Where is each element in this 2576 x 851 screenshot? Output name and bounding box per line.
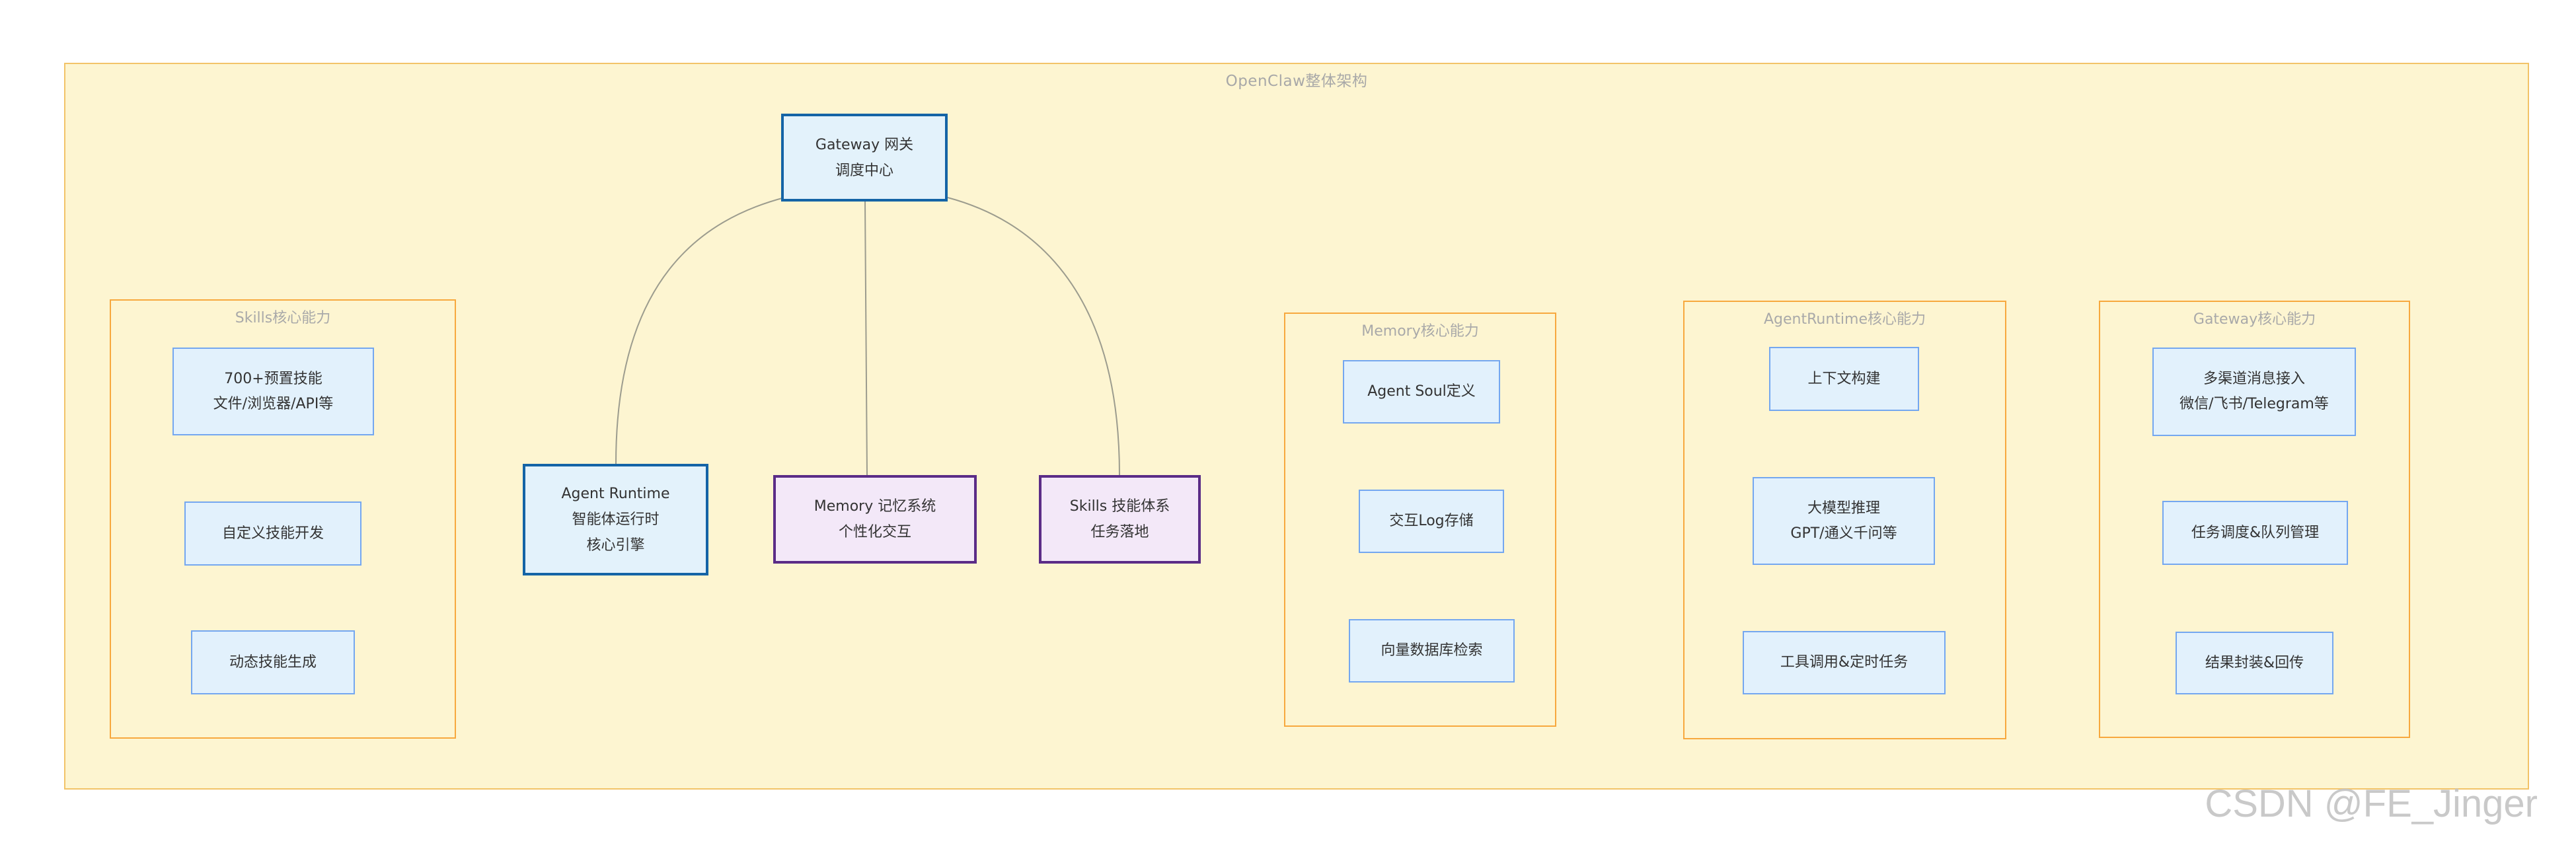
node-skills-line2: 任务落地	[1090, 524, 1149, 540]
group-agentruntime-core-label: AgentRuntime核心能力	[1763, 311, 1926, 328]
group-skills-core: Skills核心能力 700+预置技能 文件/浏览器/API等 自定义技能开发 …	[110, 299, 456, 739]
diagram-container: OpenClaw整体架构 Gateway 网关 调度中心 Agent Runti…	[64, 63, 2529, 790]
node-memory: Memory 记忆系统 个性化交互	[773, 475, 977, 564]
leaf-task-scheduling-line1: 任务调度&队列管理	[2191, 524, 2320, 541]
group-memory-core-label: Memory核心能力	[1361, 323, 1479, 340]
group-gateway-core: Gateway核心能力 多渠道消息接入 微信/飞书/Telegram等 任务调度…	[2099, 301, 2410, 738]
edge-gateway-to-agent-runtime	[615, 197, 785, 464]
leaf-tool-call-cron: 工具调用&定时任务	[1743, 631, 1946, 694]
node-agent-runtime-line1: Agent Runtime	[561, 486, 670, 502]
node-skills-line1: Skills 技能体系	[1069, 498, 1170, 515]
leaf-context-build: 上下文构建	[1769, 347, 1919, 411]
leaf-context-build-line1: 上下文构建	[1807, 370, 1881, 387]
group-gateway-core-label: Gateway核心能力	[2193, 311, 2316, 328]
leaf-multichannel-access-line1: 多渠道消息接入	[2203, 371, 2305, 387]
edge-gateway-to-skills	[947, 197, 1120, 476]
leaf-interaction-log-line1: 交互Log存储	[1389, 513, 1474, 529]
csdn-watermark: CSDN @FE_Jinger	[2205, 782, 2538, 825]
node-memory-line1: Memory 记忆系统	[814, 498, 936, 515]
leaf-task-scheduling: 任务调度&队列管理	[2162, 501, 2348, 565]
diagram-title: OpenClaw整体架构	[1225, 73, 1368, 90]
leaf-result-return-line1: 结果封装&回传	[2205, 654, 2304, 671]
group-agentruntime-core: AgentRuntime核心能力 上下文构建 大模型推理 GPT/通义千问等 工…	[1683, 301, 2006, 739]
leaf-preset-skills-line1: 700+预置技能	[224, 370, 322, 387]
leaf-agent-soul: Agent Soul定义	[1343, 360, 1500, 424]
leaf-agent-soul-line1: Agent Soul定义	[1367, 383, 1476, 400]
node-skills: Skills 技能体系 任务落地	[1039, 475, 1201, 564]
node-agent-runtime-line2: 智能体运行时	[572, 511, 660, 528]
leaf-custom-skill-dev-line1: 自定义技能开发	[221, 525, 324, 542]
leaf-llm-inference-line1: 大模型推理	[1807, 500, 1880, 517]
node-gateway-line1: Gateway 网关	[815, 136, 914, 153]
group-skills-core-label: Skills核心能力	[235, 310, 331, 326]
leaf-interaction-log: 交互Log存储	[1359, 490, 1504, 553]
leaf-llm-inference: 大模型推理 GPT/通义千问等	[1753, 477, 1935, 565]
node-agent-runtime: Agent Runtime 智能体运行时 核心引擎	[523, 464, 708, 575]
node-agent-runtime-line3: 核心引擎	[586, 537, 645, 554]
leaf-multichannel-access-line2: 微信/飞书/Telegram等	[2179, 396, 2329, 412]
group-memory-core: Memory核心能力 Agent Soul定义 交互Log存储 向量数据库检索	[1284, 313, 1556, 727]
leaf-custom-skill-dev: 自定义技能开发	[184, 501, 361, 566]
edge-gateway-to-memory	[864, 201, 868, 476]
leaf-preset-skills-line2: 文件/浏览器/API等	[213, 395, 334, 412]
leaf-dynamic-skill-gen: 动态技能生成	[191, 630, 355, 694]
leaf-result-return: 结果封装&回传	[2176, 632, 2333, 694]
node-gateway-line2: 调度中心	[835, 162, 893, 179]
leaf-vector-db: 向量数据库检索	[1349, 619, 1515, 683]
leaf-dynamic-skill-gen-line1: 动态技能生成	[229, 653, 317, 671]
node-memory-line2: 个性化交互	[838, 524, 911, 540]
leaf-preset-skills: 700+预置技能 文件/浏览器/API等	[172, 348, 374, 435]
node-gateway: Gateway 网关 调度中心	[781, 114, 948, 202]
leaf-tool-call-cron-line1: 工具调用&定时任务	[1780, 654, 1909, 671]
leaf-multichannel-access: 多渠道消息接入 微信/飞书/Telegram等	[2152, 348, 2356, 436]
leaf-vector-db-line1: 向量数据库检索	[1381, 642, 1483, 659]
leaf-llm-inference-line2: GPT/通义千问等	[1790, 525, 1897, 542]
